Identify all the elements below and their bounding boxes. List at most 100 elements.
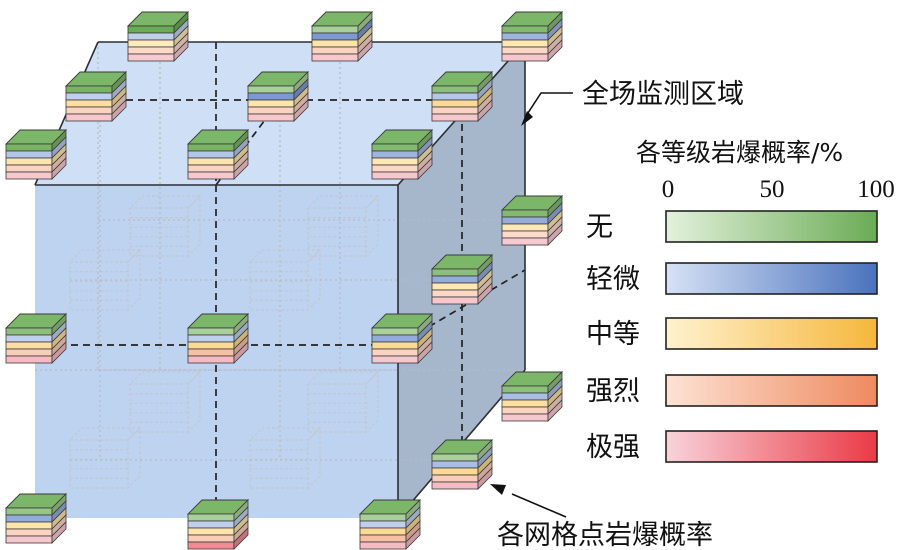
legend-gradient-bar: [665, 210, 878, 243]
node-stack-front-bottom-mid: [186, 499, 250, 550]
node-layer-强烈: [187, 534, 235, 543]
node-layer-中等: [5, 521, 53, 530]
node-layer-极强: [431, 481, 479, 490]
node-layer-轻微: [431, 92, 479, 101]
node-side-极强: [547, 399, 563, 422]
node-stack-mid-top-left: [64, 71, 128, 122]
node-side-极强: [51, 521, 67, 544]
node-layer-中等: [501, 399, 549, 408]
node-label: 各网格点岩爆概率: [497, 520, 713, 550]
node-layer-强烈: [501, 46, 549, 55]
legend-gradient-bar: [665, 317, 878, 350]
node-layer-无: [187, 327, 235, 336]
node-layer-轻微: [311, 32, 359, 41]
node-layer-极强: [187, 171, 235, 180]
node-stack-front-top-right: [370, 129, 434, 180]
legend-gradient-bar: [665, 374, 878, 407]
node-layer-中等: [431, 467, 479, 476]
node-layer-中等: [311, 39, 359, 48]
node-layer-无: [371, 143, 419, 152]
node-stack-mid-top-right: [430, 71, 494, 122]
node-layer-强烈: [247, 106, 295, 115]
legend-gradient-bar: [665, 262, 878, 295]
legend-level-label: 轻微: [586, 264, 640, 295]
region-annotation: 全场监测区域: [521, 79, 744, 126]
node-layer-中等: [5, 157, 53, 166]
legend-row: 强烈: [586, 374, 878, 407]
node-layer-强烈: [431, 106, 479, 115]
node-layer-无: [187, 143, 235, 152]
node-layer-中等: [501, 39, 549, 48]
node-layer-轻微: [359, 520, 407, 529]
node-layer-无: [187, 513, 235, 522]
node-side-极强: [357, 39, 373, 62]
node-layer-轻微: [501, 32, 549, 41]
node-layer-极强: [501, 53, 549, 62]
node-layer-无: [5, 507, 53, 516]
node-layer-中等: [359, 527, 407, 536]
ghost-node-cube: [248, 248, 322, 312]
node-layer-强烈: [5, 528, 53, 537]
node-leader-line: [511, 493, 567, 518]
node-layer-轻微: [5, 334, 53, 343]
ghost-node-cube: [128, 194, 202, 258]
node-layer-轻微: [187, 150, 235, 159]
node-layer-中等: [5, 341, 53, 350]
node-layer-轻微: [431, 275, 479, 284]
node-stack-back-bottom-right: [500, 371, 564, 422]
node-side-极强: [477, 282, 493, 305]
node-layer-轻微: [5, 514, 53, 523]
node-side-极强: [293, 99, 309, 122]
node-layer-中等: [501, 223, 549, 232]
node-layer-无: [127, 25, 175, 34]
node-stack-front-top-mid: [186, 129, 250, 180]
node-side-极强: [233, 341, 249, 364]
node-layer-无: [501, 25, 549, 34]
node-stack-back-mid-right: [500, 195, 564, 246]
node-layer-无: [431, 85, 479, 94]
legend-row: 无: [586, 210, 878, 243]
node-layer-极强: [65, 113, 113, 122]
ghost-node-cube: [68, 248, 142, 312]
node-layer-强烈: [187, 164, 235, 173]
node-side-极强: [173, 39, 189, 62]
node-stack-front-top-left: [4, 129, 68, 180]
node-layer-极强: [5, 171, 53, 180]
node-layer-无: [311, 25, 359, 34]
node-layer-中等: [187, 157, 235, 166]
node-stack-front-mid-left: [4, 313, 68, 364]
node-layer-强烈: [5, 164, 53, 173]
grid-node-stacks: [4, 11, 564, 550]
node-layer-强烈: [501, 406, 549, 415]
node-layer-极强: [359, 541, 407, 550]
legend-row: 轻微: [586, 262, 878, 295]
legend-row: 极强: [586, 430, 878, 463]
node-layer-轻微: [127, 32, 175, 41]
node-layer-中等: [127, 39, 175, 48]
node-layer-轻微: [65, 92, 113, 101]
node-stack-back-top-right: [500, 11, 564, 62]
node-layer-强烈: [431, 289, 479, 298]
node-layer-强烈: [187, 348, 235, 357]
node-side-极强: [51, 157, 67, 180]
interior-ghost-grid: [68, 194, 380, 490]
node-layer-极强: [5, 355, 53, 364]
node-stack-front-mid-mid: [186, 313, 250, 364]
node-layer-中等: [371, 341, 419, 350]
node-side-极强: [233, 157, 249, 180]
node-layer-无: [371, 327, 419, 336]
legend-row: 中等: [586, 317, 878, 350]
node-layer-中等: [247, 99, 295, 108]
node-layer-无: [359, 513, 407, 522]
ghost-node-cube: [68, 426, 142, 490]
node-layer-中等: [431, 99, 479, 108]
ghost-node-cube: [306, 370, 380, 434]
node-layer-极强: [127, 53, 175, 62]
node-stack-back-top-left: [126, 11, 190, 62]
node-layer-极强: [247, 113, 295, 122]
node-layer-极强: [501, 413, 549, 422]
node-layer-中等: [371, 157, 419, 166]
